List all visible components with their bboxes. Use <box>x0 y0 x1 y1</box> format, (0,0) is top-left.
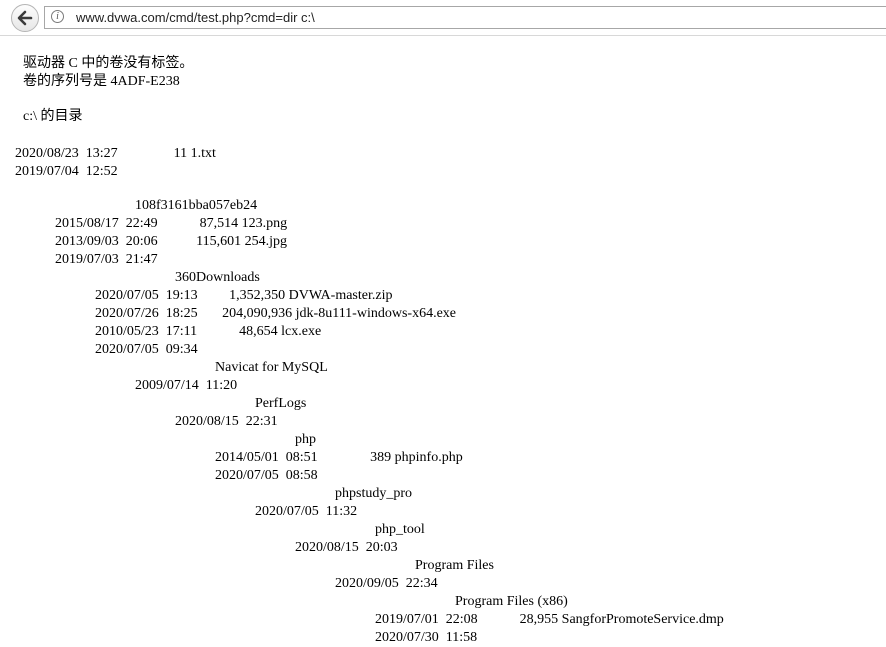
info-icon[interactable]: i <box>51 10 64 23</box>
listing-line: 2014/05/01 08:51 389 phpinfo.php <box>215 450 463 465</box>
listing-line: PerfLogs <box>255 396 307 411</box>
listing-line: php <box>295 432 316 447</box>
browser-toolbar: i www.dvwa.com/cmd/test.php?cmd=dir c:\ <box>0 0 886 36</box>
listing-line: 2010/05/23 17:11 48,654 lcx.exe <box>95 324 322 339</box>
listing-line: phpstudy_pro <box>335 486 412 501</box>
listing-line: 2020/08/15 22:31 <box>175 414 278 429</box>
listing-line: 2013/09/03 20:06 115,601 254.jpg <box>55 234 288 249</box>
listing-line: 2020/07/05 19:13 1,352,350 DVWA-master.z… <box>95 288 393 303</box>
listing-line: 2020/09/05 22:34 <box>335 576 438 591</box>
listing-line: php_tool <box>375 522 425 537</box>
listing-line: Navicat for MySQL <box>215 360 328 375</box>
listing-line: 2020/08/23 13:27 11 1.txt <box>15 146 216 161</box>
listing-line: 108f3161bba057eb24 <box>135 198 258 213</box>
url-text[interactable]: www.dvwa.com/cmd/test.php?cmd=dir c:\ <box>76 10 315 25</box>
listing-line: 2020/07/05 09:34 <box>95 342 198 357</box>
listing-line: 2020/07/05 11:32 <box>255 504 358 519</box>
page-content: 驱动器 C 中的卷没有标签。 卷的序列号是 4ADF-E238 c:\ 的目录 … <box>0 36 886 647</box>
listing-line: Program Files (x86) <box>455 594 568 609</box>
serial-number-line: 卷的序列号是 4ADF-E238 <box>23 74 180 89</box>
back-button[interactable] <box>11 4 39 32</box>
listing-line: 2019/07/03 21:47 <box>55 252 158 267</box>
listing-line: 2020/08/15 20:03 <box>295 540 398 555</box>
listing-line: 2020/07/26 18:25 204,090,936 jdk-8u111-w… <box>95 306 456 321</box>
back-arrow-icon <box>17 10 33 26</box>
listing-line: 2009/07/14 11:20 <box>135 378 238 393</box>
listing-line: 2019/07/01 22:08 28,955 SangforPromoteSe… <box>375 612 724 627</box>
directory-title: c:\ 的目录 <box>23 109 83 124</box>
listing-line: Program Files <box>415 558 494 573</box>
listing-line: 2020/07/30 11:58 <box>375 630 478 645</box>
listing-line: 2020/07/05 08:58 <box>215 468 318 483</box>
listing-line: 2019/07/04 12:52 <box>15 164 118 179</box>
listing-line: 2015/08/17 22:49 87,514 123.png <box>55 216 288 231</box>
listing-line: 360Downloads <box>175 270 260 285</box>
address-bar[interactable]: i www.dvwa.com/cmd/test.php?cmd=dir c:\ <box>44 6 886 29</box>
volume-label-line: 驱动器 C 中的卷没有标签。 <box>23 56 194 71</box>
